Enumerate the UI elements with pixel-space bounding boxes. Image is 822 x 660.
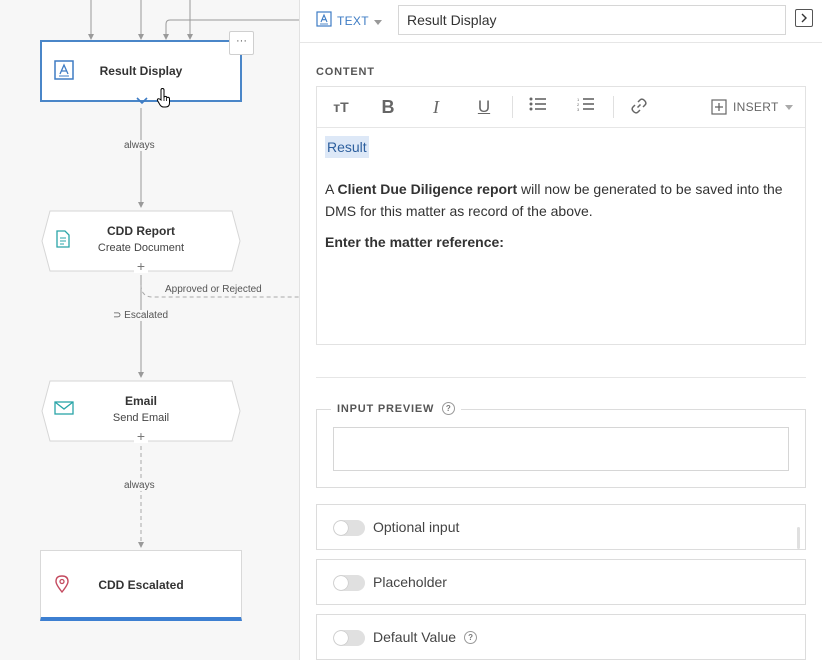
email-icon: [54, 401, 74, 420]
caret-down-icon: [784, 104, 793, 110]
default-value-label: Default Value: [373, 629, 457, 645]
optional-input-row: Optional input: [316, 504, 806, 550]
insert-label: INSERT: [733, 100, 779, 114]
result-display-title: Result Display: [99, 64, 183, 78]
input-preview-field[interactable]: [333, 427, 789, 471]
italic-button[interactable]: I: [427, 97, 445, 117]
bold-icon: B: [381, 97, 395, 117]
bold-button[interactable]: B: [379, 97, 397, 117]
link-button[interactable]: [629, 97, 649, 117]
more-icon: ···: [236, 35, 247, 47]
editor-content[interactable]: Result A Client Due Diligence report wil…: [325, 135, 795, 253]
flow-connectors: [88, 0, 300, 548]
placeholder-row: Placeholder: [316, 559, 806, 605]
node-more-button[interactable]: ···: [229, 31, 254, 55]
para1-bold-text: Client Due Diligence report: [337, 181, 518, 197]
bullet-list-button[interactable]: [527, 97, 549, 117]
help-icon[interactable]: ?: [442, 402, 456, 415]
insert-plus-icon: [711, 99, 727, 115]
content-paragraph-2: Enter the matter reference:: [325, 234, 504, 250]
underline-button[interactable]: U: [475, 97, 493, 117]
link-icon: [631, 98, 647, 114]
toggle-knob: [334, 521, 348, 535]
expand-chevron-icon[interactable]: [136, 92, 148, 110]
cdd-escalated-title: CDD Escalated: [98, 578, 184, 592]
document-icon: [56, 230, 70, 253]
input-preview-label: INPUT PREVIEW: [337, 402, 435, 415]
caret-down-icon: [373, 14, 382, 28]
placeholder-toggle[interactable]: [333, 575, 365, 591]
toolbar-separator: [512, 96, 513, 118]
numbered-list-icon: 123: [577, 97, 594, 112]
svg-text:1: 1: [577, 97, 580, 102]
node-type-label: TEXT: [337, 13, 369, 28]
node-title-input[interactable]: [398, 5, 786, 35]
default-value-row: Default Value?: [316, 614, 806, 660]
text-node-icon: [54, 60, 74, 85]
help-icon[interactable]: ?: [464, 630, 478, 644]
text-type-icon: [316, 11, 332, 30]
cdd-report-subtitle: Create Document: [97, 242, 185, 254]
location-pin-icon: [55, 575, 69, 598]
node-shape: [41, 210, 241, 272]
bullet-list-icon: [529, 97, 546, 111]
email-subtitle: Send Email: [112, 412, 170, 424]
default-value-toggle[interactable]: [333, 630, 365, 646]
chevron-right-icon: [801, 13, 807, 23]
insert-button[interactable]: INSERT: [711, 97, 795, 117]
node-settings-panel: TEXT CONTENT ᴛT B I U 123: [299, 0, 822, 660]
email-node[interactable]: Email Send Email: [40, 380, 242, 442]
flow-canvas[interactable]: Result Display ··· always CDD Report Cre…: [0, 0, 300, 660]
cdd-escalated-node[interactable]: CDD Escalated: [40, 550, 242, 621]
cdd-report-node[interactable]: CDD Report Create Document: [40, 210, 242, 272]
input-preview-legend: INPUT PREVIEW ?: [331, 402, 462, 415]
result-variable-token[interactable]: Result: [325, 136, 369, 158]
italic-icon: I: [433, 97, 439, 117]
cdd-report-title: CDD Report: [107, 224, 175, 238]
result-display-node[interactable]: Result Display: [40, 40, 242, 108]
node-shape: [41, 380, 241, 442]
content-paragraph-1: A Client Due Diligence report will now b…: [325, 178, 795, 222]
edge-label-always-2: always: [122, 480, 157, 491]
collapse-panel-button[interactable]: [795, 9, 813, 27]
toggle-knob: [334, 631, 348, 645]
para1-text-rest: will now be generated to be saved into t…: [325, 181, 783, 219]
edge-label-always-1: always: [122, 140, 157, 151]
toggle-knob: [334, 576, 348, 590]
underline-icon: U: [477, 97, 491, 116]
edge-label-approved-or-rejected: Approved or Rejected: [163, 284, 264, 295]
add-step-plus-2[interactable]: +: [134, 429, 148, 443]
svg-text:3: 3: [577, 107, 580, 111]
section-divider: [316, 377, 806, 378]
edge-label-escalated: ⊃ Escalated: [111, 310, 171, 321]
font-size-icon: ᴛT: [333, 99, 349, 115]
email-title: Email: [124, 394, 157, 408]
optional-input-toggle[interactable]: [333, 520, 365, 536]
svg-text:2: 2: [577, 102, 580, 107]
font-size-button[interactable]: ᴛT: [331, 97, 351, 117]
node-type-selector[interactable]: TEXT: [316, 11, 382, 30]
toolbar-separator: [613, 96, 614, 118]
optional-input-label: Optional input: [373, 519, 460, 535]
input-preview-section: INPUT PREVIEW ?: [316, 402, 806, 488]
panel-header: TEXT: [300, 0, 822, 43]
cursor-hand-icon: [156, 87, 172, 113]
content-section-label: CONTENT: [316, 66, 375, 78]
panel-scrollbar[interactable]: [797, 527, 800, 549]
add-step-plus-1[interactable]: +: [134, 259, 148, 273]
para1-text: A: [325, 181, 338, 197]
placeholder-label: Placeholder: [373, 574, 447, 590]
